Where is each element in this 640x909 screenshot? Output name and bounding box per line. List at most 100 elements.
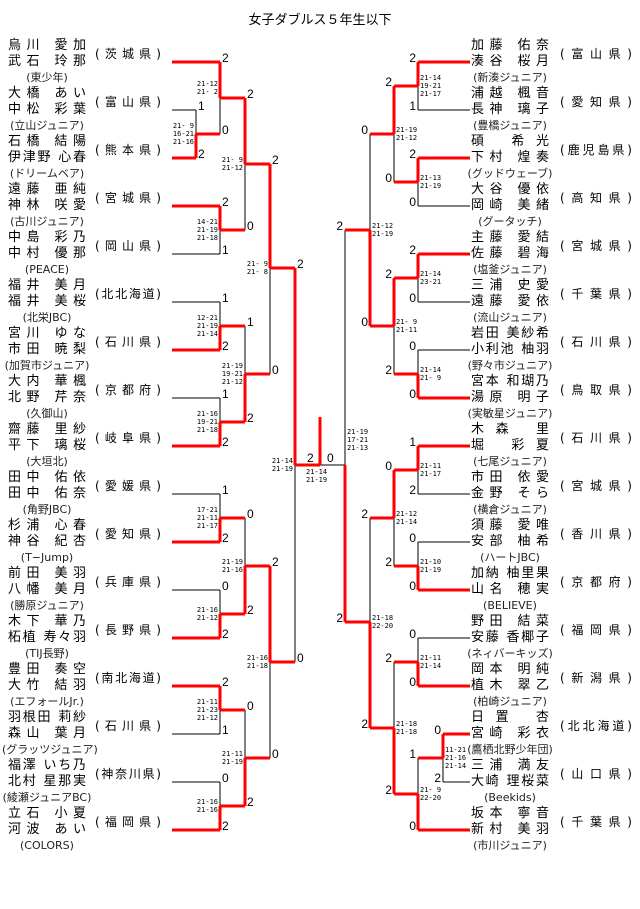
set-score: 21-14 [271,457,293,465]
games-won: 1 [409,99,416,113]
games-won: 0 [247,699,254,713]
prefecture: (岡山県) [95,239,161,253]
club-name: (流山ジュニア) [473,311,547,324]
set-score: 21-11 [396,326,418,334]
games-won: 2 [272,555,279,569]
club-name: (横倉ジュニア) [473,503,547,516]
player-name: 大谷 優依 [471,182,549,197]
set-score: 17-21 [196,506,218,514]
games-won: 1 [222,291,229,305]
set-score: 21-10 [420,558,442,566]
player-name: 須藤 愛唯 [471,518,549,533]
player-name: 豊田 奏空 [8,662,86,677]
games-won: 2 [361,717,368,731]
player-name: 羽根田 莉紗 [8,710,86,725]
set-score: 21-12 [196,714,218,722]
games-won: 2 [247,411,254,425]
player-name: 野田 結菜 [471,614,549,629]
set-score: 21-19 [196,322,218,330]
club-name: (ドリームベア) [9,167,85,180]
set-score: 21- 8 [246,268,268,276]
games-won: 2 [222,819,229,833]
prefecture: (鹿児島県) [560,143,632,157]
final-games-won-right: 0 [327,451,334,465]
player-name: 加藤 佑奈 [471,38,549,53]
club-name: (グラッツジュニア) [2,743,98,756]
set-score: 21-16 [246,654,268,662]
set-score: 21-12 [372,222,394,230]
club-name: (角野JBC) [22,503,72,516]
games-won: 2 [272,153,279,167]
games-won: 2 [222,339,229,353]
player-name: 河波 あい [8,822,86,837]
games-won: 2 [222,195,229,209]
player-name: 岡崎 美緒 [471,198,549,213]
player-name: 森山 葉月 [8,726,86,741]
set-score: 21-19 [221,758,243,766]
games-won: 0 [385,459,392,473]
set-score: 21-11 [196,514,218,522]
set-score: 21-17 [196,522,218,530]
player-name: 新村 美羽 [471,822,549,837]
games-won: 0 [409,675,416,689]
player-name: 平下 璃桜 [8,438,86,453]
player-name: 木下 華乃 [8,614,86,629]
set-score: 21-14 [420,662,442,670]
player-name: 三浦 史愛 [471,278,549,293]
player-name: 北村 星那実 [8,774,86,789]
player-name: 下村 煌奏 [471,150,549,165]
player-name: 神谷 紀杏 [8,534,86,549]
set-score: 21-16 [196,806,218,814]
set-score: 21-18 [372,614,394,622]
set-score: 21-17 [420,470,442,478]
games-won: 2 [385,267,392,281]
player-name: 武石 玲那 [8,54,86,69]
player-name: 大橋 あい [8,86,86,101]
set-score: 12-21 [196,314,218,322]
player-name: 杉浦 心春 [8,518,86,533]
games-won: 0 [385,171,392,185]
games-won: 0 [222,771,229,785]
player-name: 中島 彩乃 [8,230,86,245]
games-won: 0 [272,747,279,761]
player-name: 立石 小夏 [8,806,86,821]
games-won: 0 [409,531,416,545]
player-name: 金野 そら [471,486,549,501]
prefecture: (千葉県) [560,287,632,301]
games-won: 0 [247,507,254,521]
player-name: 福井 美桜 [8,294,86,309]
player-name: 神林 咲愛 [8,198,86,213]
prefecture: (神奈川県) [95,767,161,781]
club-name: (加賀市ジュニア) [4,359,90,372]
games-won: 2 [247,87,254,101]
prefecture: (宮城県) [95,191,161,205]
set-score: 21-14 [196,330,218,338]
set-score: 21-19 [396,126,418,134]
club-name: (ハートJBC) [480,551,540,564]
player-name: 齋藤 里紗 [8,422,86,437]
club-name: (Beekids) [484,791,536,804]
prefecture: (京都府) [560,575,632,589]
set-score: 21-14 [396,518,418,526]
games-won: 0 [434,723,441,737]
prefecture: (石川県) [560,335,632,349]
set-score: 21-16 [196,410,218,418]
player-name: 北野 芹奈 [8,390,86,405]
set-score: 21-14 [420,74,442,82]
games-won: 2 [297,257,304,271]
prefecture: (宮城県) [560,479,632,493]
